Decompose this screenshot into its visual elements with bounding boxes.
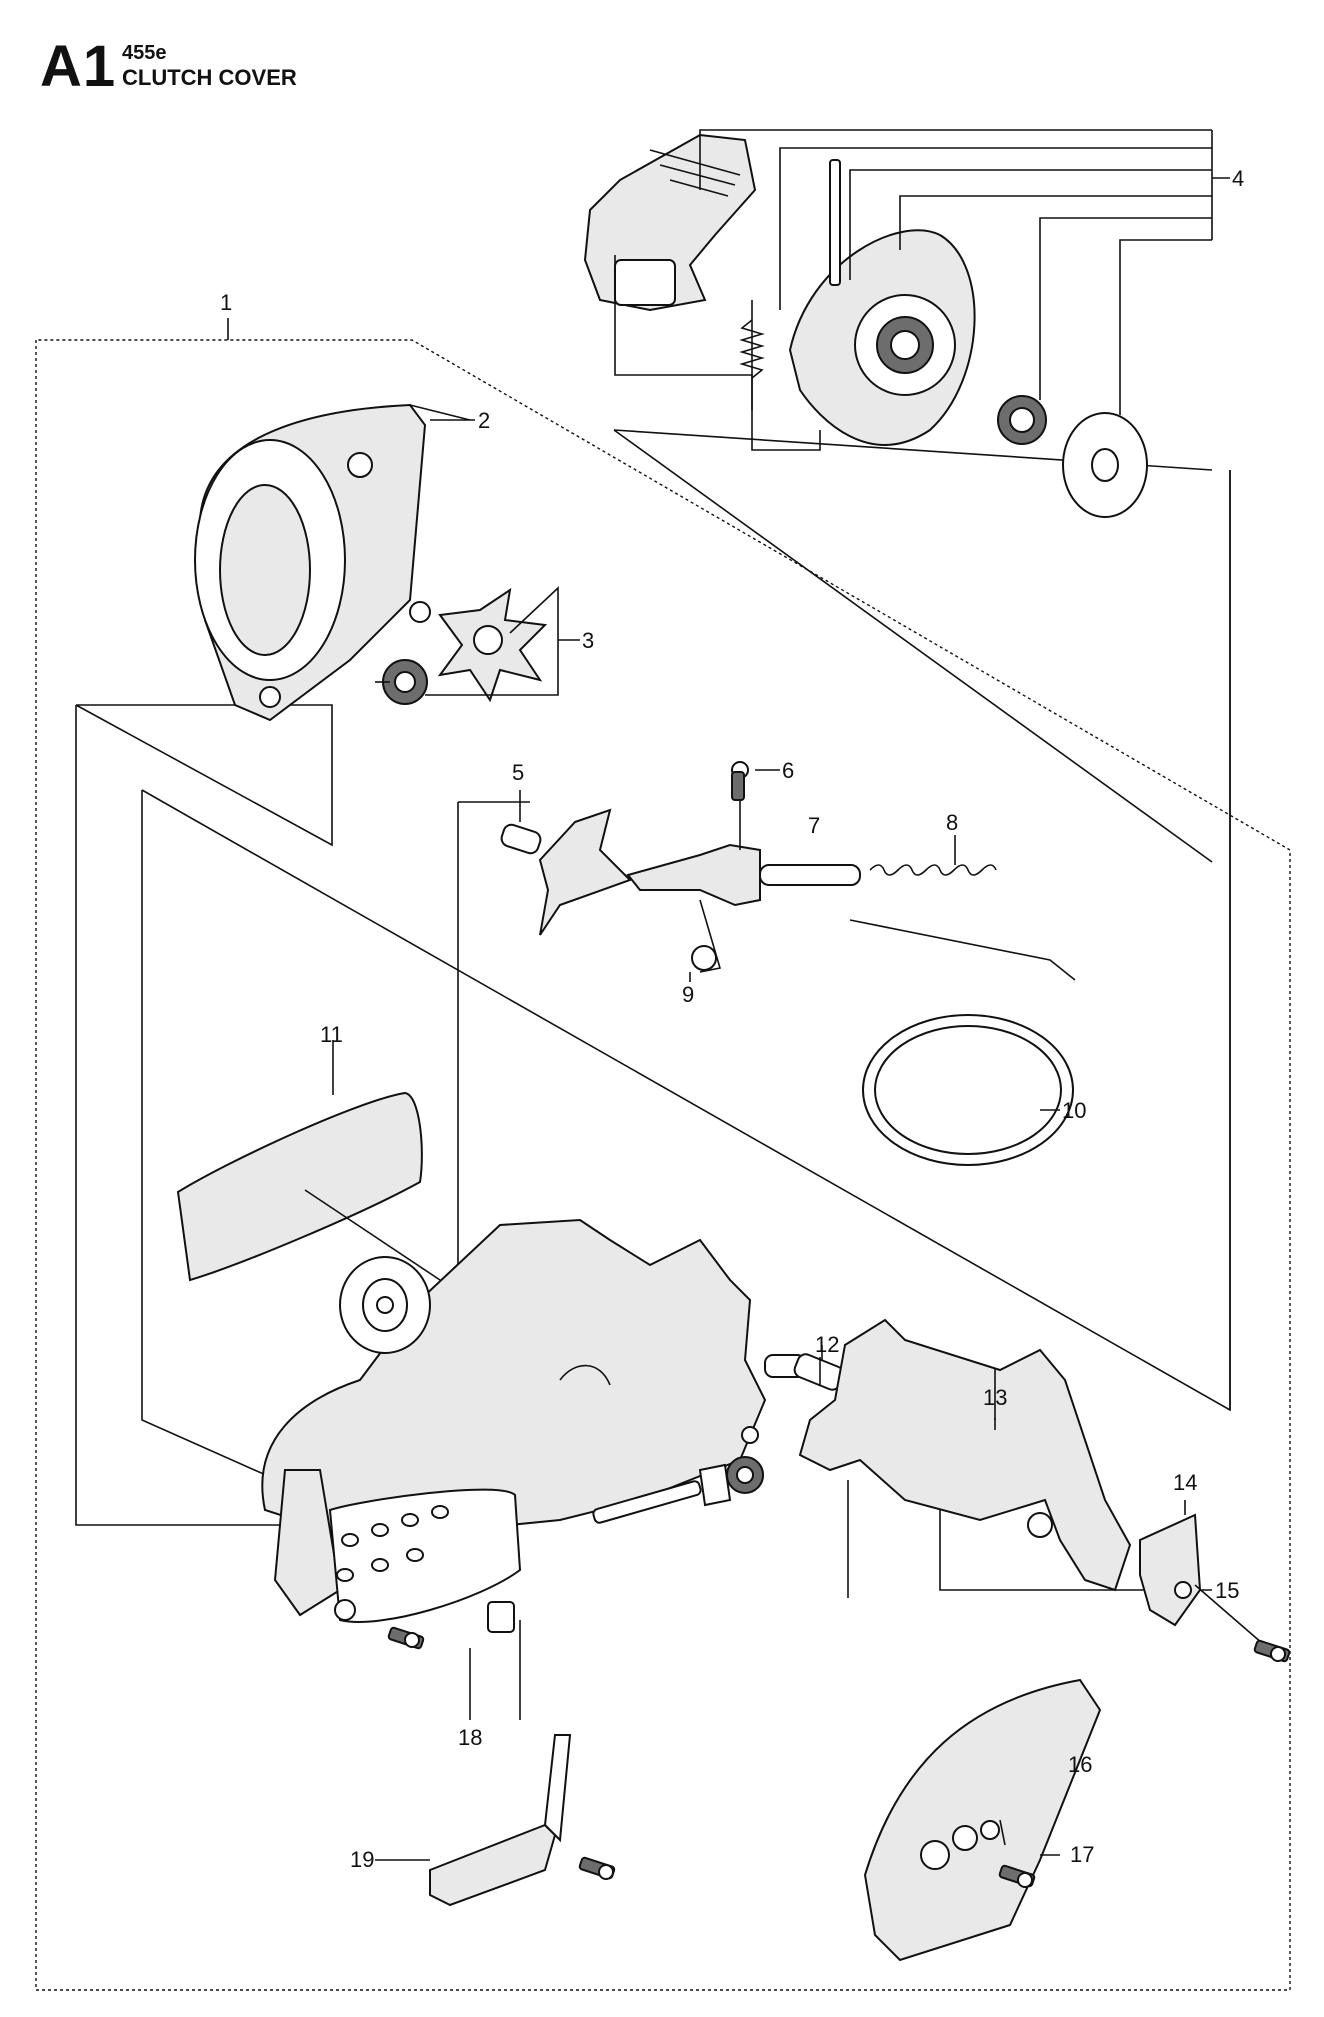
- callout-13: 13: [983, 1385, 1007, 1410]
- callout-3: 3: [582, 628, 594, 653]
- callout-16: 16: [1068, 1752, 1092, 1777]
- callout-12: 12: [815, 1332, 839, 1357]
- callout-7: 7: [808, 813, 820, 838]
- section-title: CLUTCH COVER: [122, 65, 297, 90]
- callout-17: 17: [1070, 1842, 1094, 1867]
- callout-1: 1: [220, 290, 232, 315]
- callout-4: 4: [1232, 166, 1244, 191]
- brake-band: [849, 919, 1076, 1166]
- sprocket-cover: [194, 403, 471, 722]
- callout-11: 11: [320, 1022, 343, 1047]
- guide-block: [1139, 1513, 1271, 1651]
- callout-labels: 1 2 3 4 5 6 7 8 9 10 11 12 13 14 15 16 1…: [220, 166, 1244, 1872]
- callout-6: 6: [782, 758, 794, 783]
- adjuster-screw: [487, 1456, 764, 1633]
- clutch-cover-body: [261, 1218, 767, 1623]
- brake-linkage: [500, 761, 997, 973]
- model-number: 455e: [122, 42, 167, 64]
- chain-guide-plate: [798, 1318, 1132, 1592]
- clutch-drum-group: [583, 129, 1230, 518]
- decal: [176, 1040, 441, 1282]
- adjuster-star-and-gear: [375, 586, 559, 705]
- callout-8: 8: [946, 810, 958, 835]
- chain-catcher: [429, 1620, 572, 1907]
- leader-lines: [227, 318, 1186, 1861]
- callout-9: 9: [682, 982, 694, 1007]
- pin: [764, 1353, 845, 1391]
- callout-10: 10: [1062, 1098, 1086, 1123]
- side-plate: [863, 1678, 1102, 1962]
- section-code: A1: [40, 34, 117, 99]
- callout-2: 2: [478, 408, 490, 433]
- kit-boundary: [35, 339, 1291, 1991]
- callout-5: 5: [512, 760, 524, 785]
- callout-15: 15: [1215, 1578, 1239, 1603]
- callout-18: 18: [458, 1725, 482, 1750]
- callout-14: 14: [1173, 1470, 1197, 1495]
- callout-19: 19: [350, 1847, 374, 1872]
- screws: [387, 771, 1291, 1888]
